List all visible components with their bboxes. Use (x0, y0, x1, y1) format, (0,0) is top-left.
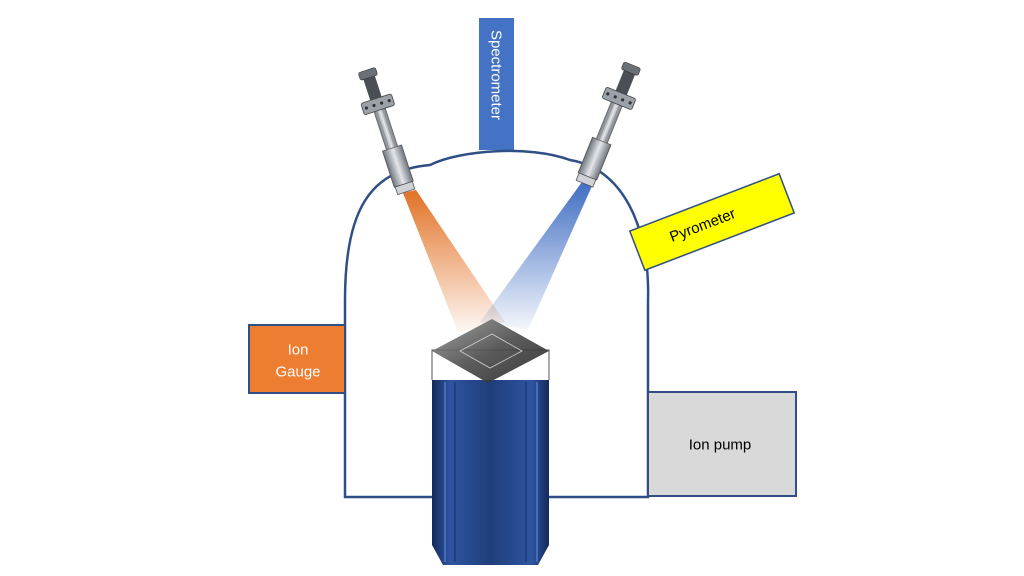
ion-pump-port: Ion pump (647, 391, 797, 497)
probe-bolt (613, 95, 617, 99)
right-probe-icon (575, 61, 641, 188)
sample-holder-body (432, 380, 549, 565)
probe-actuator (615, 70, 636, 96)
probe-bolt (380, 101, 384, 105)
spectrometer-port: Spectrometer (479, 18, 514, 150)
ion-gauge-box (248, 324, 346, 394)
probe-shaft (373, 107, 399, 151)
ion-pump-label: Ion pump (689, 437, 752, 454)
spectrometer-box (479, 18, 514, 150)
probe-rod (382, 108, 396, 148)
sample-holder (431, 349, 550, 565)
probe-bolt (372, 103, 376, 108)
probe-rod (598, 102, 615, 141)
ion-gauge-label-line2: Gauge (275, 364, 320, 381)
probe-rod (604, 104, 620, 143)
probe-bolt (387, 98, 391, 103)
sample-plate (432, 319, 549, 383)
sample-plate-inner (459, 333, 523, 369)
left-probe-icon (358, 67, 416, 196)
probe-bolt (621, 98, 625, 102)
ion-pump-box (647, 391, 797, 497)
probe-bolt (364, 106, 368, 110)
orange-beam (403, 190, 505, 332)
probe-actuator (363, 75, 382, 101)
ion-gauge-label-line1: Ion (288, 342, 309, 359)
probe-bolt (606, 92, 610, 96)
spectrometer-label: Spectrometer (488, 30, 505, 120)
ion-gauge-port: Ion Gauge (248, 324, 346, 394)
probe-bolt (628, 101, 632, 105)
pyrometer-box (628, 172, 796, 272)
probe-flange (602, 87, 636, 110)
probe-knob (358, 67, 378, 81)
probe-knob (621, 61, 641, 76)
probe-barrel (577, 136, 612, 181)
probe-barrel (382, 144, 414, 188)
blue-beam (480, 182, 592, 330)
sample-plate-body (432, 319, 549, 383)
pyrometer-tag: Pyrometer (628, 172, 796, 272)
probe-rod (376, 110, 390, 150)
